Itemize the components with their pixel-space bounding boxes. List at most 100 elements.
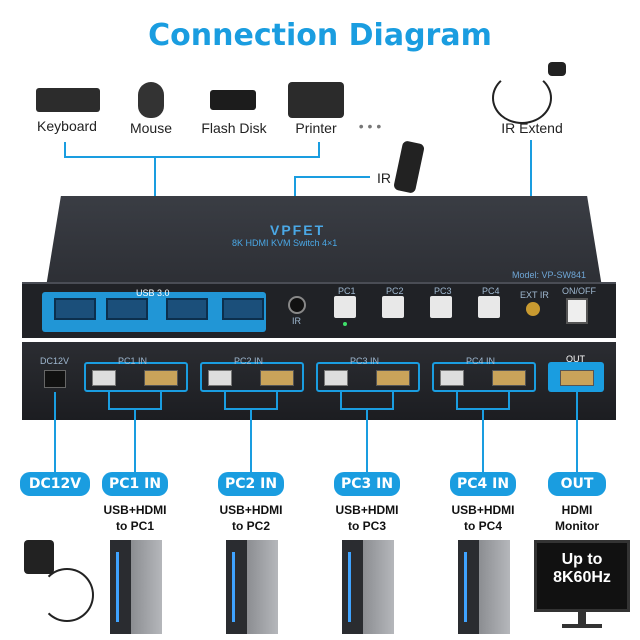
pc4-button[interactable] [478,296,500,318]
ir-cable-icon [492,72,552,124]
ext-ir-port[interactable] [526,302,540,316]
monitor-base [562,624,602,628]
dc-port[interactable] [44,370,66,388]
pc2-tower-icon [226,540,278,634]
ext-ir-label: EXT IR [520,290,549,300]
pc3-usb-port[interactable] [324,370,348,386]
pc3-in-badge: PC3 IN [334,472,400,496]
connector-line [456,392,458,408]
pc2-usb-port[interactable] [208,370,232,386]
printer-label: Printer [295,120,337,136]
connector-line [482,408,484,472]
pc4-description-line1: USB+HDMI [451,503,515,517]
pc4-usb-port[interactable] [440,370,464,386]
out-port-label: OUT [566,354,585,364]
power-switch[interactable] [566,298,588,324]
monitor-stand [578,612,586,626]
pc1-usb-port[interactable] [92,370,116,386]
more-dots: • • • [358,118,382,134]
pc4-description-line2: to PC4 [463,519,502,533]
usb-port[interactable] [106,298,148,320]
usb-port[interactable] [222,298,264,320]
pc2-description-line2: to PC2 [231,519,270,533]
pc2-button-label: PC2 [386,286,404,296]
pc1-button-label: PC1 [338,286,356,296]
pc1-description-line1: USB+HDMI [103,503,167,517]
pc1-led [343,322,347,326]
page-title: Connection Diagram [148,18,492,53]
pc4-button-label: PC4 [482,286,500,296]
device-model-line: 8K HDMI KVM Switch 4×1 [232,238,338,248]
connector-line [224,392,226,408]
connector-line [576,392,578,472]
mouse-icon [138,82,164,118]
pc3-button[interactable] [430,296,452,318]
pc2-description-line1: USB+HDMI [219,503,283,517]
pc3-in-port-group [316,362,420,392]
remote-icon [393,140,425,194]
out-description-line1: HDMI [561,503,593,517]
out-description: HDMI Monitor [546,502,608,534]
pc3-button-label: PC3 [434,286,452,296]
ir-port-label: IR [292,316,301,326]
pc2-button[interactable] [382,296,404,318]
dc-port-label: DC12V [40,356,70,366]
pc2-in-badge: PC2 IN [218,472,284,496]
pc1-description-line2: to PC1 [115,519,154,533]
pc3-hdmi-port[interactable] [376,370,410,386]
connector-line [134,408,136,472]
usb-panel [42,292,266,332]
connector-line [108,392,110,408]
printer-icon [288,82,344,118]
connector-line [276,392,278,408]
monitor-icon: Up to 8K60Hz [534,540,630,612]
pc4-description: USB+HDMI to PC4 [444,502,522,534]
pc4-in-port-group [432,362,536,392]
monitor-text-line2: 8K60Hz [553,569,611,586]
mouse-label: Mouse [129,120,173,136]
connector-line [392,392,394,408]
pc3-in-label: PC3 IN [350,356,380,366]
monitor-text-line1: Up to [561,551,603,568]
pc4-in-badge: PC4 IN [450,472,516,496]
keyboard-label: Keyboard [37,118,97,134]
pc3-description-line1: USB+HDMI [335,503,399,517]
ir-label: IR [377,170,391,186]
power-cable-icon [40,568,94,622]
usb-port[interactable] [54,298,96,320]
connector-line [64,156,320,158]
connector-line [294,176,370,178]
pc1-description: USB+HDMI to PC1 [96,502,174,534]
out-badge: OUT [548,472,606,496]
on-off-label: ON/OFF [562,286,596,296]
pc4-tower-icon [458,540,510,634]
usb-label: USB 3.0 [136,288,170,298]
connector-line [340,392,342,408]
ir-receiver [288,296,306,314]
ir-sensor-icon [548,62,566,76]
pc1-in-port-group [84,362,188,392]
connector-line [160,392,162,408]
keyboard-icon [36,88,100,112]
pc1-button[interactable] [334,296,356,318]
pc1-in-label: PC1 IN [118,356,148,366]
pc1-hdmi-port[interactable] [144,370,178,386]
out-hdmi-port[interactable] [560,370,594,386]
ir-extend-label: IR Extend [501,120,563,136]
pc4-in-label: PC4 IN [466,356,496,366]
usb-port[interactable] [166,298,208,320]
connector-line [64,142,66,156]
connector-line [318,142,320,156]
pc2-in-label: PC2 IN [234,356,264,366]
flash-disk-icon [210,90,256,110]
connector-line [366,408,368,472]
device-model: Model: VP-SW841 [512,270,587,280]
out-description-line2: Monitor [555,519,599,533]
pc2-description: USB+HDMI to PC2 [212,502,290,534]
pc3-description-line2: to PC3 [347,519,386,533]
connector-line [250,408,252,472]
pc4-hdmi-port[interactable] [492,370,526,386]
pc3-tower-icon [342,540,394,634]
pc2-hdmi-port[interactable] [260,370,294,386]
pc3-description: USB+HDMI to PC3 [328,502,406,534]
